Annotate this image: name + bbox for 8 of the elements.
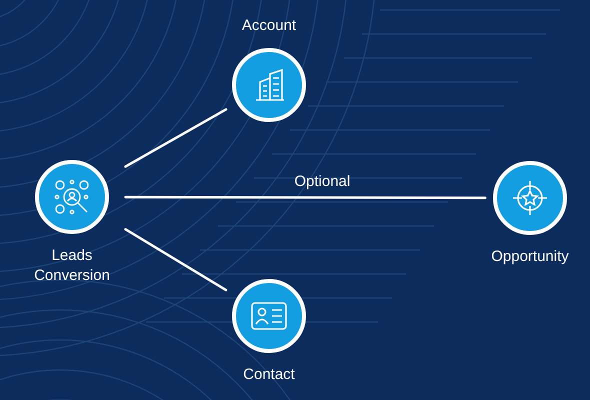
node-label: Contact	[243, 365, 295, 385]
node-label: Account	[242, 16, 296, 36]
connector-line	[124, 228, 228, 292]
node-label: Opportunity	[491, 247, 569, 267]
connector-line	[124, 196, 486, 200]
node-label: Leads Conversion	[33, 246, 111, 286]
connector-line	[124, 108, 228, 168]
edge-label: Optional	[294, 172, 350, 190]
